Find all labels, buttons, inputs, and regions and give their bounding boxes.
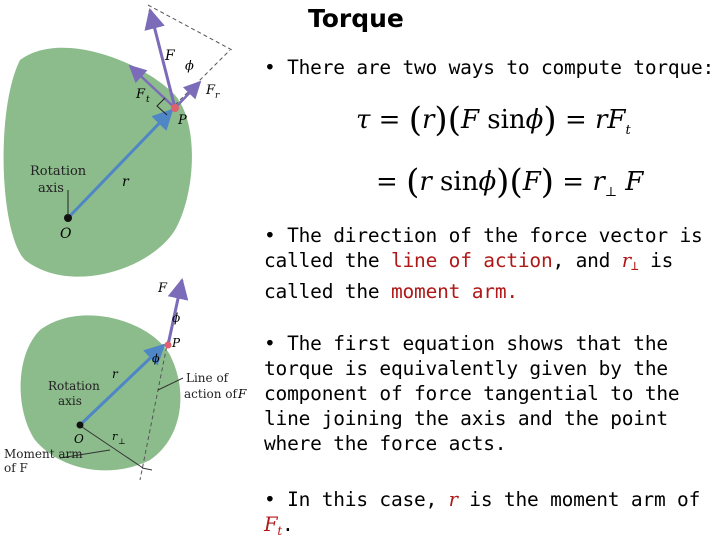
eq2-phi: ϕ [478,167,497,197]
bottom-point-p [164,341,172,349]
bullet-two-ways: • There are two ways to compute torque: [264,56,715,79]
b2-perp: ⊥ [630,259,639,274]
eq2-equals: = [376,167,398,197]
top-label-Fr-sub: r [215,91,220,101]
eq1-F: F [460,105,479,135]
b4-t: t [277,524,282,538]
top-label-F: F [164,48,176,64]
bottom-label-O: O [74,432,84,446]
eq1-equals-2: = [564,105,587,135]
top-label-Ft-sub: t [146,95,150,105]
bottom-diagram: F ϕ P ϕ Rotation axis r Line of action o… [4,277,247,481]
eq1-sub: t [625,123,631,139]
eq2-sin: sin [440,167,479,197]
bottom-point-o [76,421,84,429]
eq2-r: r [419,167,432,197]
b4-mid: is the moment arm of [457,488,701,511]
top-radial-force [174,80,202,109]
eq2-equals-2: = [562,167,585,197]
top-label-P: P [177,113,187,128]
bullet-in-this-case: • In this case, r is the moment arm of F… [264,487,716,544]
b4-F: F [264,513,278,536]
b2-pre: • The direction of the force vector is c… [264,224,703,272]
bottom-label-phi: ϕ [172,311,180,325]
bullet-first-equation: • The first equation shows that the torq… [264,332,680,455]
bottom-label-of-F: of F [4,461,28,475]
bottom-label-rperp: r [112,430,118,443]
bottom-label-action-of: action of [184,387,239,401]
bottom-label-rotation: Rotation [48,379,100,393]
bottom-force-vector [166,277,189,346]
bullet-line-of-action: • The direction of the force vector is c… [264,223,716,304]
eq2-r2: r [592,167,605,197]
bottom-label-rperp-sub: ⊥ [118,437,126,446]
bottom-label-P: P [171,336,181,350]
slide-title: Torque [308,4,404,33]
b4-end: . [281,513,294,536]
eq2-F: F [522,167,541,197]
bottom-label-axis: axis [58,394,82,408]
eq1-equals: = [378,105,401,135]
bottom-label-F: F [157,281,168,296]
equation-1: τ = (r)(F sinϕ) = rFt [356,100,631,140]
top-label-axis: axis [38,181,64,196]
b2-r: r [621,249,631,272]
top-tangential-force [128,64,176,109]
top-point-o [64,214,72,222]
b2-line-of-action: line of action [390,249,553,272]
bottom-label-line-of: Line of [186,371,230,385]
eq1-sin: sin [487,105,526,135]
bottom-label-moment-arm: Moment arm [4,447,83,461]
top-label-phi: ϕ [185,59,194,74]
bottom-label-r: r [112,367,119,381]
b2-mid: , and [552,249,622,272]
eq1-phi: ϕ [525,105,544,135]
eq1-tau: τ [356,105,371,135]
top-radius-vector [66,108,174,220]
bottom-body-blob [20,315,181,471]
bottom-radius-vector [78,343,166,427]
top-label-r: r [122,174,130,190]
torque-diagrams: F ϕ F t F r P Rotation axis r O F ϕ P ϕ … [3,4,247,481]
b4-r: r [448,488,458,511]
b2-post: is called the [264,249,674,303]
top-force-vector [144,7,177,109]
top-label-Fr: F [205,83,216,98]
bottom-label-F2: F [237,387,247,401]
top-label-Ft: F [135,87,146,102]
equation-2: = (r sinϕ)(F) = r⊥ F [376,162,644,202]
top-label-rotation: Rotation [30,164,87,179]
top-point-p [171,104,179,112]
eq1-rF: rF [595,105,626,135]
top-body-blob [3,47,192,277]
bottom-label-phi2: ϕ [152,352,160,365]
top-diagram: F ϕ F t F r P Rotation axis r O [3,4,233,277]
b4-pre: • In this case, [264,488,449,511]
eq2-F2: F [625,167,644,197]
eq1-r: r [421,105,435,135]
b2-moment-arm: moment arm. [390,280,518,303]
eq2-sub: ⊥ [604,185,618,201]
top-label-O: O [60,226,72,242]
